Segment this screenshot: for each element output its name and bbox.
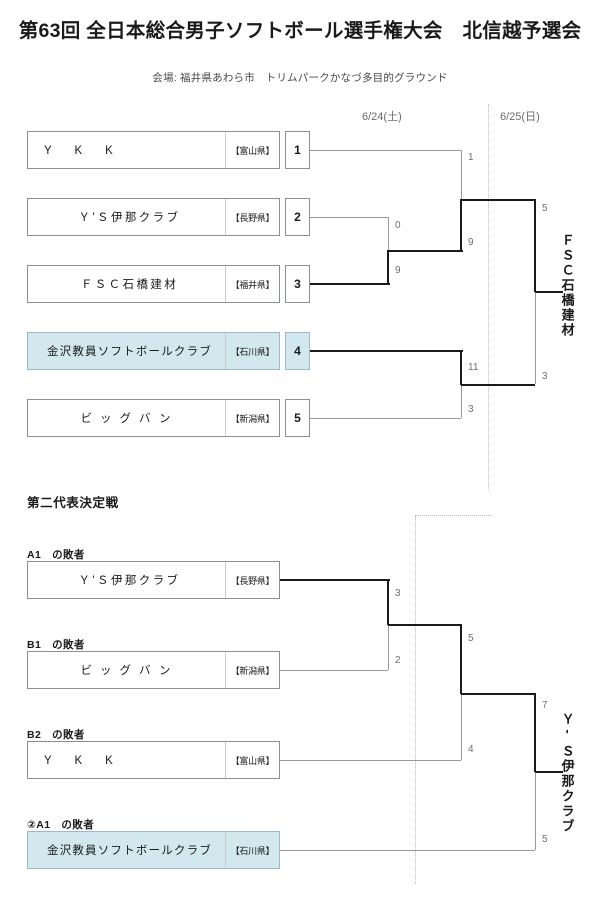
date-label-day1: 6/24(土) <box>362 111 402 123</box>
bracket-line <box>461 199 535 201</box>
bracket-line <box>534 693 536 772</box>
score: 3 <box>395 588 401 599</box>
bracket-line <box>310 217 388 218</box>
score: 1 <box>468 152 474 163</box>
second-champion-name: Ｙ'Ｓ伊那クラブ <box>559 712 575 834</box>
bracket-line <box>310 150 461 151</box>
bracket-line <box>388 624 389 670</box>
seed-box: 4 <box>285 332 310 370</box>
bracket-line <box>460 350 462 385</box>
team-name: Ｙ'Ｓ伊那クラブ <box>78 575 181 587</box>
slot-label: ②A1 の敗者 <box>27 819 95 831</box>
champion-name: ＦＳＣ石橋建材 <box>559 233 575 338</box>
section-title-second: 第二代表決定戦 <box>27 496 119 510</box>
bracket-line <box>461 384 535 386</box>
bracket-line <box>460 624 462 694</box>
bracket-line <box>535 771 563 773</box>
team-name: ＦＳＣ石橋建材 <box>80 279 179 291</box>
team-prefecture: 【福井県】 <box>225 266 279 302</box>
team-row: Y K K 【富山県】 <box>27 741 280 779</box>
team-row: Ｙ'Ｓ伊那クラブ 【長野県】 <box>27 198 280 236</box>
team-row: Y K K 【富山県】 <box>27 131 280 169</box>
team-row: 金沢教員ソフトボールクラブ 【石川県】 <box>27 831 280 869</box>
page-title: 第63回 全日本総合男子ソフトボール選手権大会 北信越予選会 <box>18 20 582 42</box>
score: 7 <box>542 700 548 711</box>
score: 0 <box>395 220 401 231</box>
team-prefecture: 【新潟県】 <box>225 400 279 436</box>
bracket-line <box>387 579 389 625</box>
bracket-line <box>534 199 536 292</box>
team-prefecture: 【新潟県】 <box>225 652 279 688</box>
team-name: Y K K <box>44 755 113 767</box>
bracket-line <box>388 217 389 251</box>
score: 5 <box>542 203 548 214</box>
score: 5 <box>542 834 548 845</box>
bracket-line <box>461 693 462 760</box>
team-row: Ｙ'Ｓ伊那クラブ 【長野県】 <box>27 561 280 599</box>
bracket-line <box>280 850 535 851</box>
bracket-line <box>461 384 462 418</box>
team-name: Ｙ'Ｓ伊那クラブ <box>78 212 181 224</box>
team-row: ＦＳＣ石橋建材 【福井県】 <box>27 265 280 303</box>
bracket-line <box>460 199 462 251</box>
score: 5 <box>468 633 474 644</box>
team-row: ビッグバン 【新潟県】 <box>27 651 280 689</box>
team-prefecture: 【富山県】 <box>225 132 279 168</box>
day-divider-second-top <box>415 515 491 516</box>
team-prefecture: 【長野県】 <box>225 199 279 235</box>
bracket-line <box>388 250 463 252</box>
bracket-line <box>535 771 536 850</box>
bracket-line <box>280 579 390 581</box>
team-name: 金沢教員ソフトボールクラブ <box>46 845 213 857</box>
seed-box: 2 <box>285 198 310 236</box>
bracket-line <box>388 624 462 626</box>
team-row: ビッグバン 【新潟県】 <box>27 399 280 437</box>
slot-label: B2 の敗者 <box>27 729 85 741</box>
team-name: 金沢教員ソフトボールクラブ <box>46 346 213 358</box>
day-divider-main <box>488 104 489 490</box>
slot-label: A1 の敗者 <box>27 549 85 561</box>
slot-label: B1 の敗者 <box>27 639 85 651</box>
score: 3 <box>468 404 474 415</box>
venue-label: 会場: 福井県あわら市 トリムパークかなづ多目的グラウンド <box>152 72 448 84</box>
score: 2 <box>395 655 401 666</box>
team-name: ビッグバン <box>80 665 179 677</box>
bracket-line <box>280 760 461 761</box>
seed-box: 1 <box>285 131 310 169</box>
bracket-line <box>535 291 563 293</box>
bracket-line <box>461 693 535 695</box>
team-name: ビッグバン <box>80 413 179 425</box>
date-label-day2: 6/25(日) <box>500 111 540 123</box>
score: 11 <box>468 362 479 373</box>
score: 9 <box>468 237 474 248</box>
team-prefecture: 【石川県】 <box>225 832 279 868</box>
bracket-line <box>387 250 389 285</box>
seed-box: 3 <box>285 265 310 303</box>
bracket-line <box>461 150 462 200</box>
team-prefecture: 【長野県】 <box>225 562 279 598</box>
team-row: 金沢教員ソフトボールクラブ 【石川県】 <box>27 332 280 370</box>
bracket-line <box>310 418 461 419</box>
team-prefecture: 【石川県】 <box>225 333 279 369</box>
bracket-line <box>280 670 388 671</box>
day-divider-second <box>415 516 416 884</box>
bracket-line <box>310 350 463 352</box>
score: 9 <box>395 265 401 276</box>
score: 4 <box>468 744 474 755</box>
bracket-line <box>535 291 536 384</box>
team-name: Y K K <box>44 145 113 157</box>
seed-box: 5 <box>285 399 310 437</box>
bracket-line <box>310 283 390 285</box>
team-prefecture: 【富山県】 <box>225 742 279 778</box>
score: 3 <box>542 371 548 382</box>
